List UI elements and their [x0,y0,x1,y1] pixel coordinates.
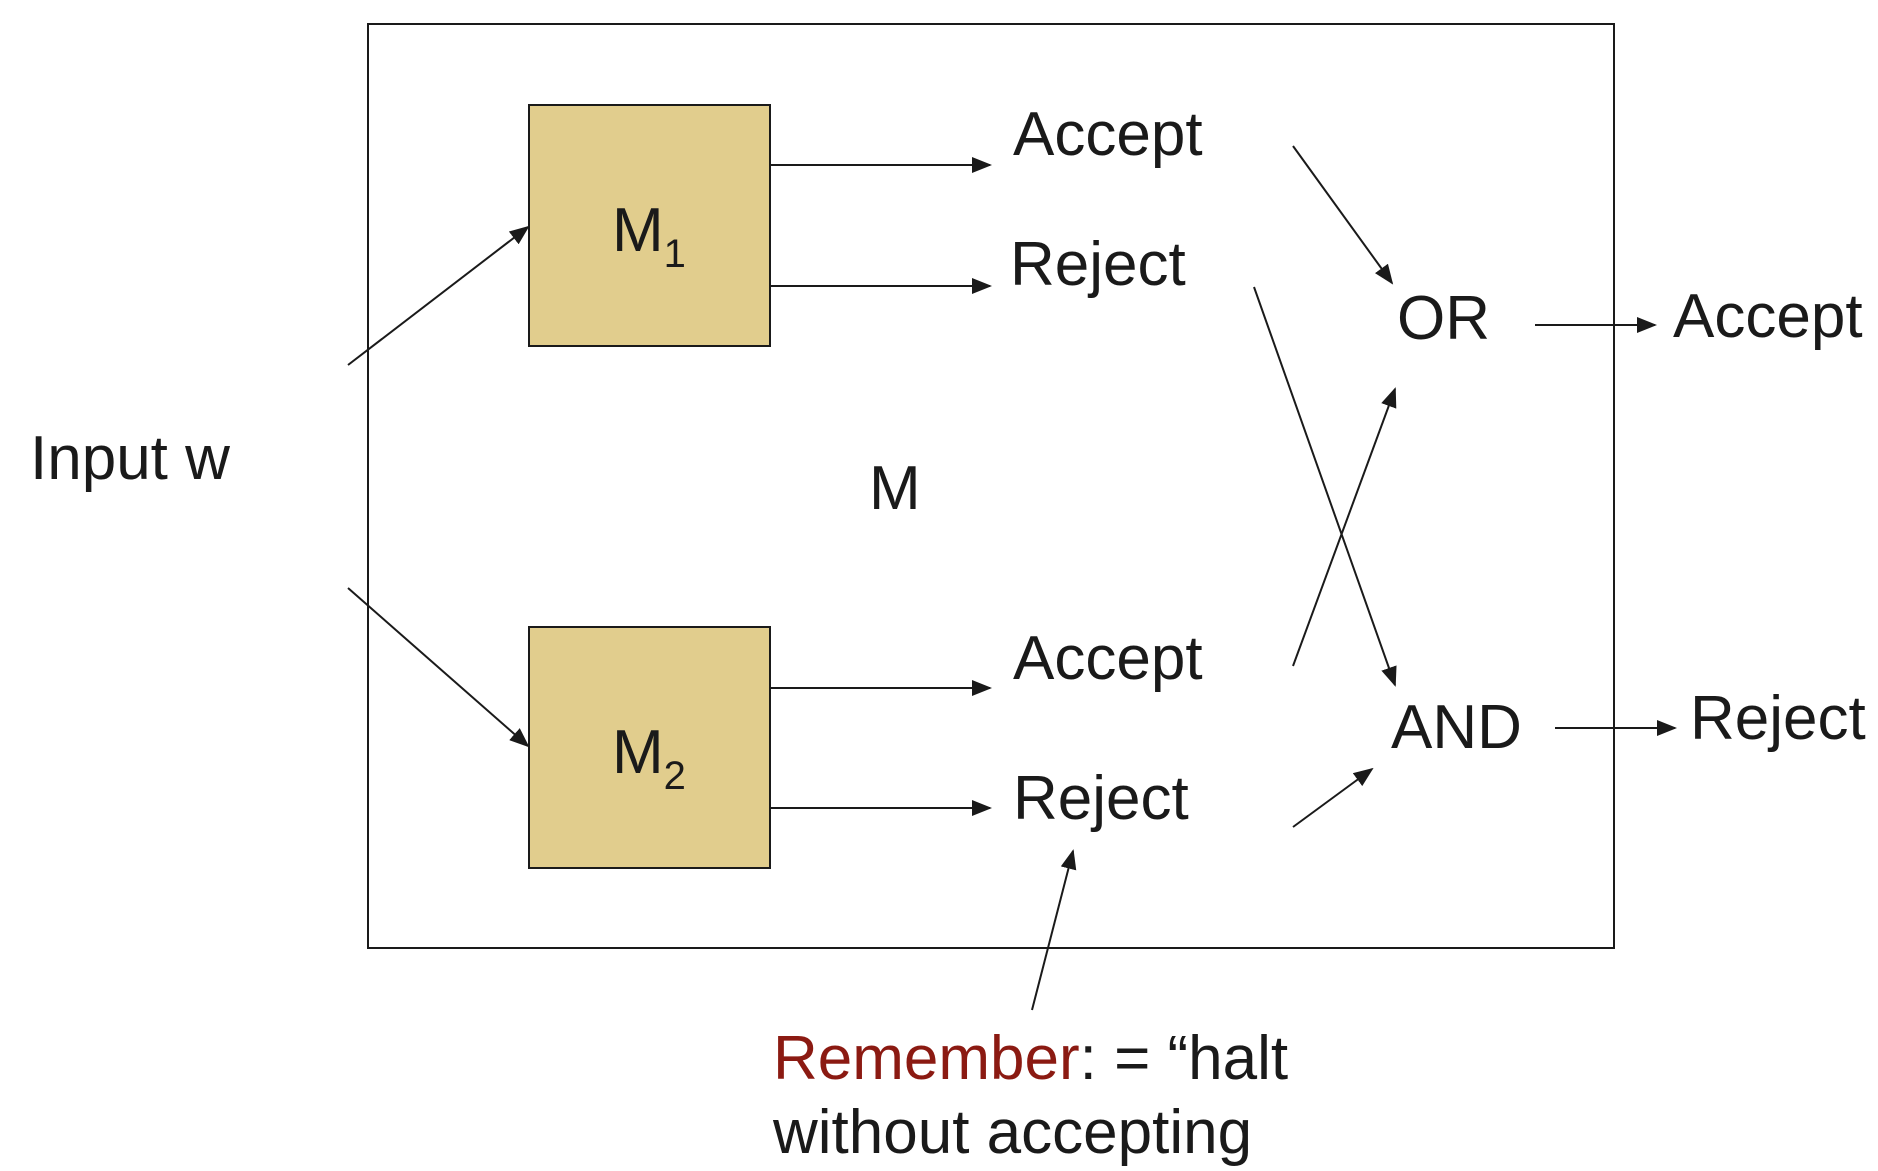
machine-label: M [869,454,921,523]
final-reject-label: Reject [1690,684,1866,753]
m2-accept-label: Accept [1013,624,1203,693]
arrow-input-to-m2 [347,587,530,748]
or-gate-label: OR [1397,284,1490,353]
m1-name: M [612,196,664,265]
arrow-m1-accept-to-or [1292,145,1394,285]
and-gate-label: AND [1391,693,1522,762]
m2-reject-label: Reject [1013,764,1189,833]
m1-label: M1 [612,200,686,275]
arrow-input-to-m1 [347,225,530,366]
final-accept-label: Accept [1673,282,1863,351]
m2-label: M2 [612,722,686,797]
m2-subscript: 2 [663,754,686,798]
arrow-m2-accept-to-or [1292,387,1397,667]
m1-accept-label: Accept [1013,100,1203,169]
remember-text-line1: : = “halt [1079,1024,1289,1093]
remember-highlight: Remember [773,1024,1080,1093]
input-label: Input w [30,424,230,493]
arrow-m1-reject-to-and [1253,286,1397,687]
remember-note: Remember: = “halt without accepting [773,1022,1288,1171]
m1-reject-label: Reject [1010,230,1186,299]
remember-text-line2: without accepting [773,1098,1253,1168]
machine-m-frame [367,23,1615,949]
arrow-m2-reject-to-and [1292,767,1374,828]
machine-m1-box [528,104,771,347]
arrow-note-to-reject [1031,849,1077,1011]
m1-subscript: 1 [663,232,686,276]
m2-name: M [612,718,664,787]
machine-m2-box [528,626,771,869]
